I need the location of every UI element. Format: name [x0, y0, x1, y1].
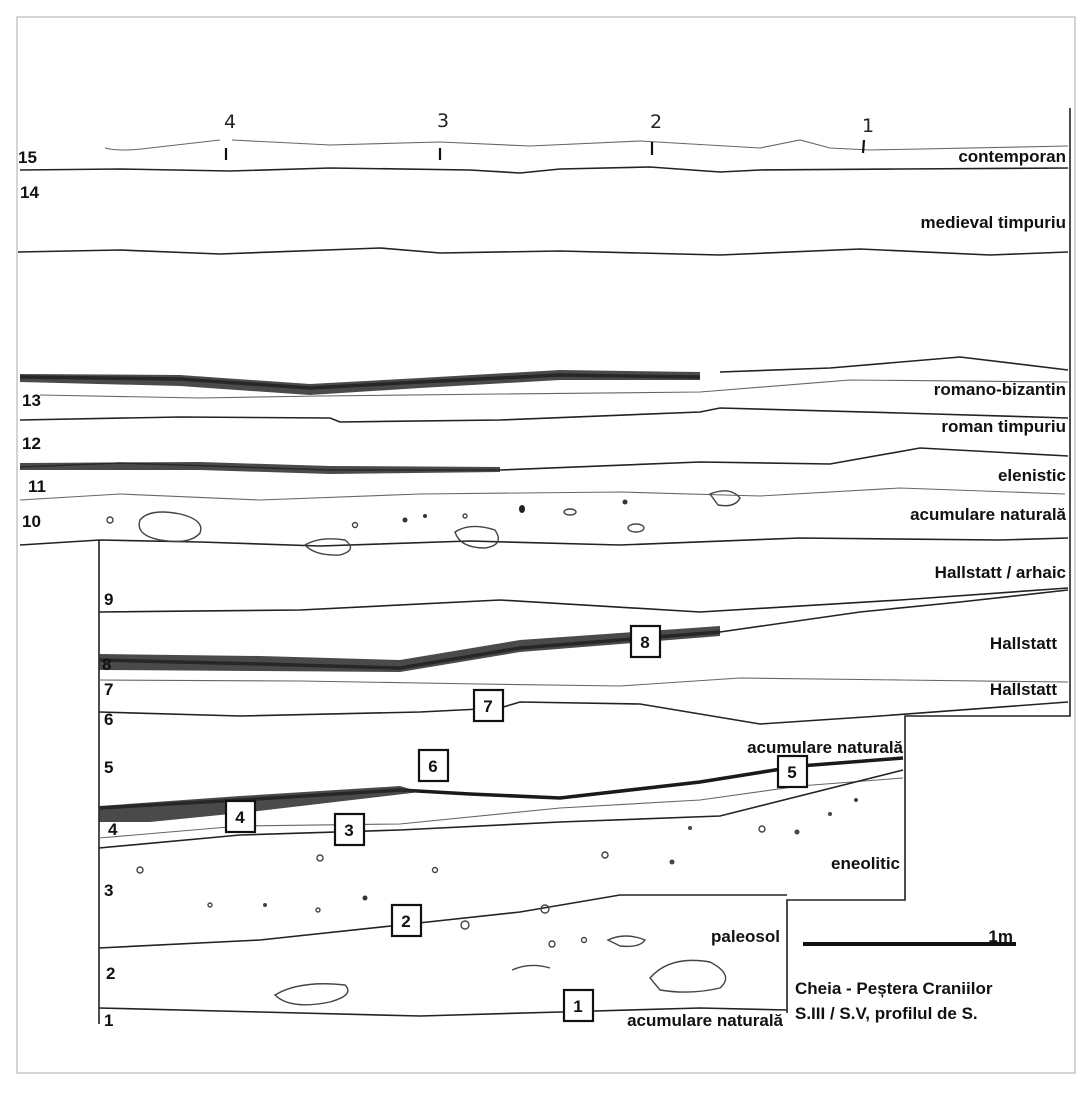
scale-label: 1m: [988, 927, 1013, 946]
layer-number: 5: [104, 758, 113, 777]
layer-number: 4: [108, 820, 118, 839]
marker-3: 3: [437, 110, 449, 132]
period-label: romano-bizantin: [934, 380, 1066, 399]
pebbles: [106, 490, 858, 1006]
layer-number: 11: [28, 477, 46, 496]
layer-number: 14: [20, 183, 39, 202]
sample-markers: 1 2 3 4 5 6 7 8: [224, 624, 809, 1023]
section-outline: [98, 108, 1071, 1024]
sample-6: 6: [428, 757, 437, 776]
marker-1: 1: [862, 115, 874, 137]
layer-number: 15: [18, 148, 37, 167]
layer-number: 7: [104, 680, 113, 699]
layer-number: 8: [102, 655, 111, 674]
period-label: medieval timpuriu: [921, 213, 1066, 232]
layer-number: 13: [22, 391, 41, 410]
sample-4: 4: [235, 808, 245, 827]
top-markers: 4 3 2 1: [224, 110, 874, 160]
sample-2: 2: [401, 912, 410, 931]
sample-3: 3: [344, 821, 353, 840]
sample-5: 5: [787, 763, 796, 782]
period-label: acumulare naturală: [747, 738, 903, 757]
layer-number: 6: [104, 710, 113, 729]
frame: [16, 16, 1076, 1074]
period-label: Hallstatt: [990, 634, 1057, 653]
sample-7: 7: [483, 697, 492, 716]
layer-number: 2: [106, 964, 115, 983]
figure-subtitle: S.III / S.V, profilul de S.: [795, 1004, 978, 1023]
sample-1: 1: [573, 997, 582, 1016]
period-label: contemporan: [958, 147, 1066, 166]
scale-bar: 1m: [803, 927, 1016, 946]
period-label: elenistic: [998, 466, 1066, 485]
layer-number: 12: [22, 434, 41, 453]
layer-number: 1: [104, 1011, 113, 1030]
figure-title: Cheia - Peștera Craniilor: [795, 979, 993, 998]
period-labels: contemporan medieval timpuriu romano-biz…: [627, 147, 1066, 1030]
period-label: Hallstatt: [990, 680, 1057, 699]
period-label: acumulare naturală: [910, 505, 1066, 524]
period-label: acumulare naturală: [627, 1011, 783, 1030]
period-label: roman timpuriu: [941, 417, 1066, 436]
sample-8: 8: [640, 633, 649, 652]
layer-number: 3: [104, 881, 113, 900]
layer-boundaries: [17, 139, 1069, 1017]
layer-number: 10: [22, 512, 41, 531]
marker-4: 4: [224, 111, 236, 133]
period-label: paleosol: [711, 927, 780, 946]
layer-numbers: 15 14 13 12 11 10 9 8 7 6 5 4 3 2 1: [18, 148, 118, 1030]
marker-2: 2: [650, 111, 662, 133]
period-label: Hallstatt / arhaic: [935, 563, 1066, 582]
period-label: eneolitic: [831, 854, 900, 873]
layer-number: 9: [104, 590, 113, 609]
